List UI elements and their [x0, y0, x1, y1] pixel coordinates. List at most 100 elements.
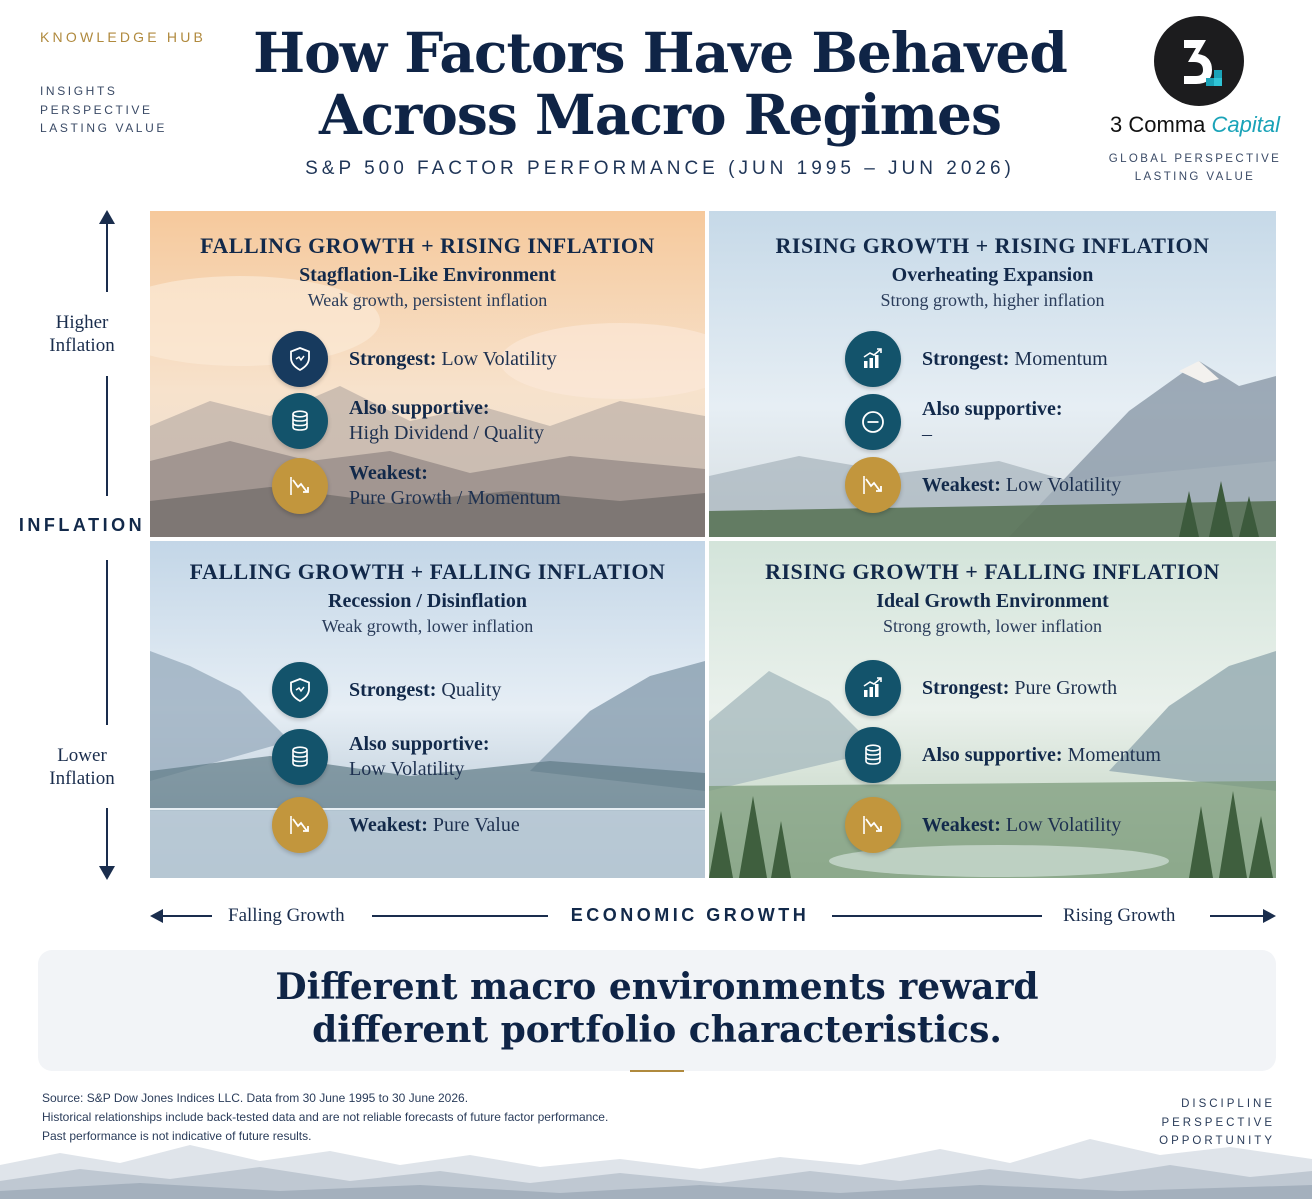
factor-row-text: Also supportive: Momentum	[922, 727, 1161, 783]
y-axis-line	[106, 560, 108, 725]
factor-label: Strongest:	[349, 678, 437, 701]
quadrant-description: Weak growth, persistent inflation	[307, 290, 548, 310]
factor-value: High Dividend / Quality	[349, 422, 544, 444]
factor-row-weakest: Weakest: Low Volatility	[845, 457, 1265, 513]
factor-row-text: Strongest: Low Volatility	[349, 331, 557, 387]
knowledge-hub-label: KNOWLEDGE HUB	[40, 29, 207, 45]
factor-value: Pure Value	[432, 813, 520, 836]
takeaway-line: different portfolio characteristics.	[312, 1009, 1002, 1051]
takeaway-line: Different macro environments reward	[275, 966, 1039, 1008]
y-axis-line	[106, 808, 108, 868]
factor-row-text: Weakest: Pure Value	[349, 797, 520, 853]
factor-row-text: Also supportive: Low Volatility	[349, 729, 490, 785]
brand-tagline-line: LASTING VALUE	[1134, 171, 1256, 183]
factor-row-text: Also supportive: –	[922, 394, 1063, 450]
y-axis-arrow-down	[99, 866, 115, 880]
brand-logo	[1154, 16, 1244, 106]
factor-row-text: Weakest: Low Volatility	[922, 457, 1121, 513]
page-title: How Factors Have Behaved Across Macro Re…	[200, 22, 1120, 146]
bar-chart-up-icon	[845, 660, 901, 716]
x-axis-right-label: Rising Growth	[1063, 905, 1176, 926]
x-axis-line	[372, 915, 548, 917]
x-axis-left-label: Falling Growth	[228, 905, 345, 926]
factor-row-strongest: Strongest: Pure Growth	[845, 660, 1265, 716]
misty-lake-background	[150, 541, 705, 878]
shield-icon	[272, 662, 328, 718]
minus-circle-icon	[845, 394, 901, 450]
brand-name-part: 3 Comma	[1110, 112, 1206, 137]
factor-value: Low Volatility	[1005, 813, 1122, 836]
factor-value: Pure Growth	[1014, 676, 1118, 699]
factor-label: Strongest:	[922, 347, 1010, 370]
factor-row-strongest: Strongest: Quality	[272, 662, 692, 718]
factor-row-text: Strongest: Pure Growth	[922, 660, 1117, 716]
x-axis-arrow-right	[1263, 909, 1276, 923]
source-note-line: Historical relationships include back-te…	[42, 1110, 609, 1124]
quadrant-heading: FALLING GROWTH + RISING INFLATION	[200, 233, 655, 258]
trend-down-icon	[272, 797, 328, 853]
hub-tagline: INSIGHTS PERSPECTIVE LASTING VALUE	[40, 82, 167, 138]
quadrant-subheading: Recession / Disinflation	[328, 590, 527, 612]
factor-row-text: Strongest: Momentum	[922, 331, 1108, 387]
coins-icon	[272, 729, 328, 785]
factor-row-supportive: Also supportive: High Dividend / Quality	[272, 393, 692, 449]
page-title-line: Across Macro Regimes	[319, 82, 1002, 147]
hub-tagline-line: LASTING VALUE	[40, 121, 167, 135]
factor-value: –	[922, 423, 932, 445]
hub-tagline-line: PERSPECTIVE	[40, 102, 153, 117]
factor-label: Strongest:	[349, 347, 437, 370]
brand-tagline-line: GLOBAL PERSPECTIVE	[1108, 153, 1282, 165]
y-axis-top-label: Higher Inflation	[22, 311, 142, 357]
factor-row-weakest: Weakest: Low Volatility	[845, 797, 1265, 853]
shield-icon	[272, 331, 328, 387]
quadrant-falling-growth-rising-inflation: FALLING GROWTH + RISING INFLATION Stagfl…	[150, 211, 705, 537]
quadrant-subheading: Stagflation-Like Environment	[299, 264, 556, 286]
mountain-peak-background	[709, 211, 1276, 537]
factor-row-text: Strongest: Quality	[349, 662, 501, 718]
factor-value: Low Volatility	[1005, 473, 1122, 496]
trend-down-icon	[845, 457, 901, 513]
factor-row-strongest: Strongest: Low Volatility	[272, 331, 692, 387]
factor-row-weakest: Weakest: Pure Growth / Momentum	[272, 458, 692, 514]
hub-tagline-line: INSIGHTS	[40, 84, 118, 98]
source-note-line: Past performance is not indicative of fu…	[42, 1129, 312, 1143]
quadrant-heading: FALLING GROWTH + FALLING INFLATION	[189, 559, 666, 584]
y-axis-line	[106, 376, 108, 496]
quadrant-falling-growth-falling-inflation: FALLING GROWTH + FALLING INFLATION Reces…	[150, 541, 705, 878]
factor-label: Also supportive:	[922, 398, 1063, 420]
takeaway-text: Different macro environments reward diff…	[38, 966, 1276, 1052]
quadrant-heading: RISING GROWTH + RISING INFLATION	[775, 233, 1210, 258]
bar-chart-up-icon	[845, 331, 901, 387]
coins-icon	[272, 393, 328, 449]
factor-label: Weakest:	[922, 813, 1001, 836]
y-axis-top-label-line: Inflation	[49, 335, 115, 356]
factor-label: Weakest:	[349, 813, 428, 836]
factor-label: Also supportive:	[922, 743, 1063, 766]
y-axis-line	[106, 222, 108, 292]
x-axis-line	[1210, 915, 1265, 917]
factor-value: Low Volatility	[441, 347, 557, 370]
footer-tagline: DISCIPLINE PERSPECTIVE OPPORTUNITY	[1100, 1095, 1275, 1151]
brand-name: 3 Comma Capital	[1090, 112, 1300, 138]
quadrant-heading: RISING GROWTH + FALLING INFLATION	[765, 559, 1220, 584]
factor-row-text: Weakest: Low Volatility	[922, 797, 1121, 853]
factor-value: Low Volatility	[349, 758, 465, 780]
quadrant-description: Strong growth, higher inflation	[880, 290, 1105, 310]
factor-row-strongest: Strongest: Momentum	[845, 331, 1265, 387]
page-subtitle: S&P 500 FACTOR PERFORMANCE (JUN 1995 – J…	[305, 158, 1015, 179]
gold-divider	[630, 1070, 684, 1072]
quadrant-description: Strong growth, lower inflation	[883, 616, 1102, 636]
brand-tagline: GLOBAL PERSPECTIVE LASTING VALUE	[1090, 150, 1300, 186]
footer-tagline-line: PERSPECTIVE	[1161, 1116, 1275, 1129]
factor-row-supportive: Also supportive: –	[845, 394, 1265, 450]
x-axis-title: ECONOMIC GROWTH	[570, 905, 810, 925]
footer-tagline-line: OPPORTUNITY	[1159, 1135, 1275, 1147]
factor-label: Weakest:	[922, 473, 1001, 496]
quadrant-subheading: Overheating Expansion	[891, 264, 1094, 286]
y-axis-title: INFLATION	[18, 515, 146, 535]
factor-value: Momentum	[1014, 347, 1108, 370]
trend-down-icon	[845, 797, 901, 853]
x-axis-arrow-left	[150, 909, 163, 923]
quadrant-subheading: Ideal Growth Environment	[876, 590, 1109, 612]
footer-tagline-line: DISCIPLINE	[1181, 1098, 1275, 1110]
